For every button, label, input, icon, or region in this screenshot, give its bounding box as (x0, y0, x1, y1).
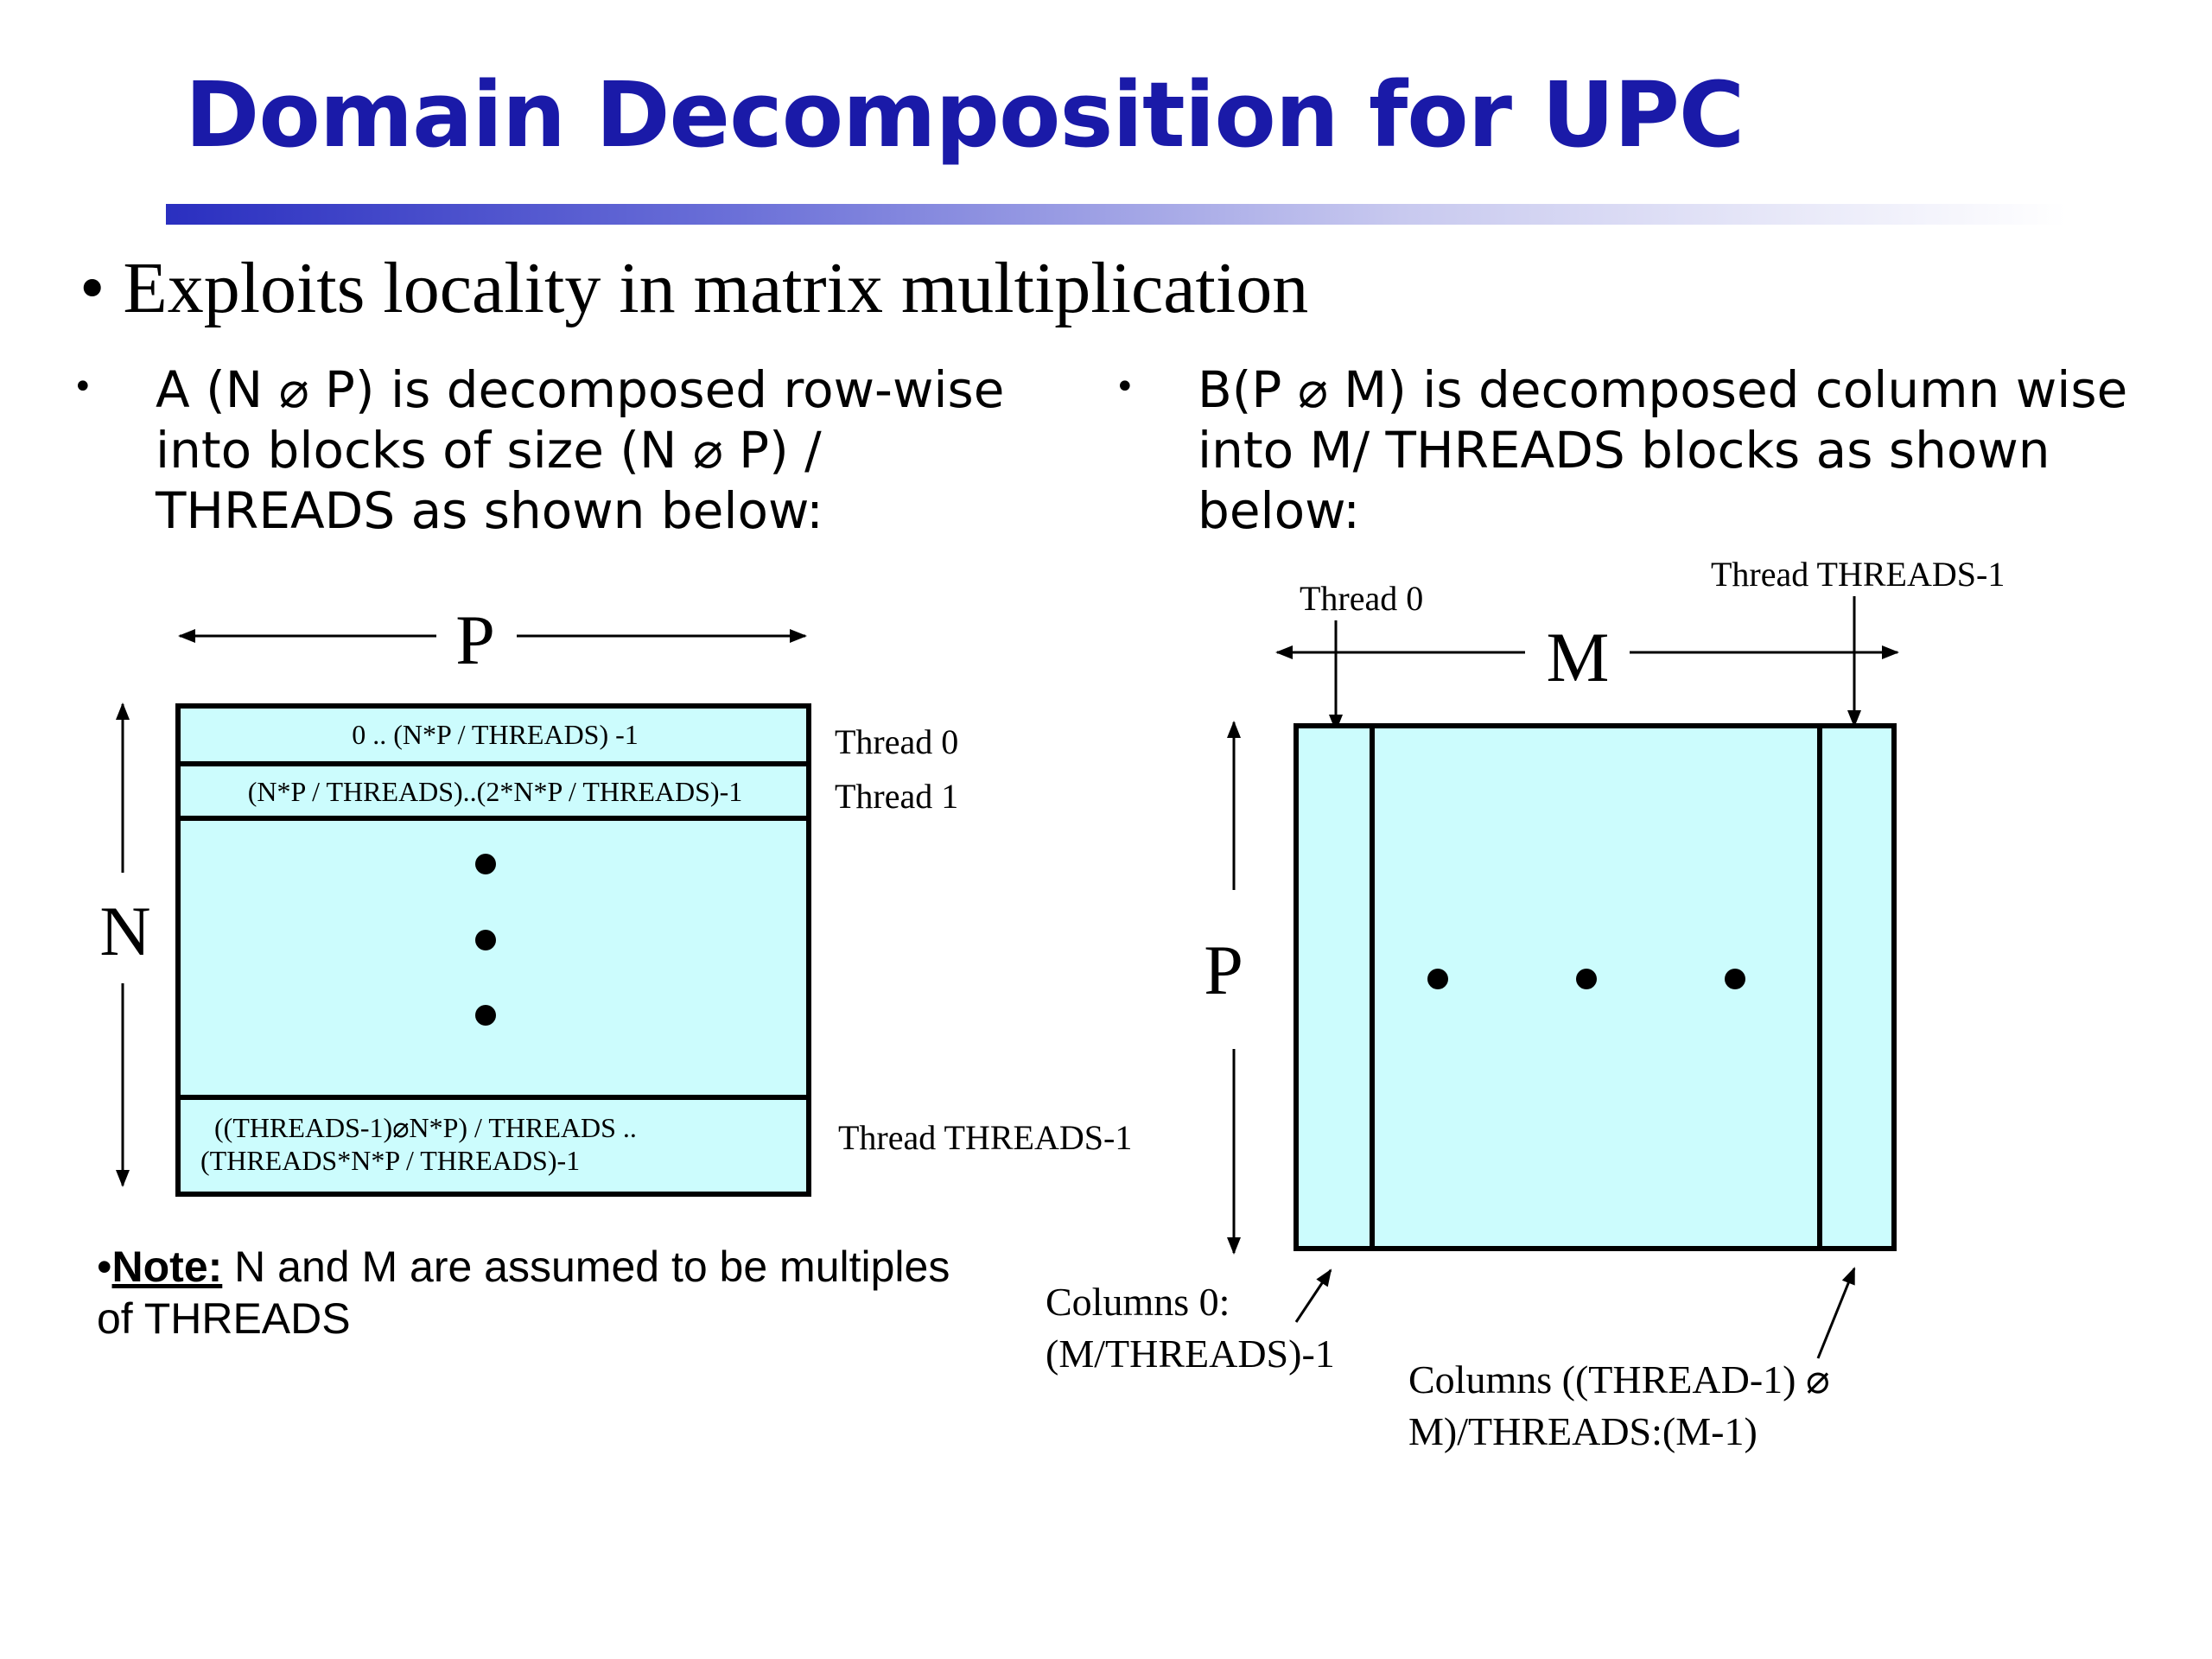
right-bullet-text: B(P ⌀ M) is decomposed column wise into … (1198, 359, 2127, 541)
cols-last-label-line2: M)/THREADS:(M-1) (1408, 1409, 1758, 1453)
thread-last-label: Thread THREADS-1 (838, 1118, 1132, 1157)
thread-last-label: Thread THREADS-1 (1711, 555, 2005, 594)
ellipsis-dot (475, 930, 496, 950)
thread0-label: Thread 0 (835, 722, 958, 761)
block-label-thread1: (N*P / THREADS)..(2*N*P / THREADS)-1 (248, 776, 742, 807)
note-text-line2: of THREADS (97, 1294, 351, 1343)
diagram-b: Thread 0 Thread THREADS-1 M P Columns 0:… (1046, 555, 2005, 1453)
dim-label-p: P (1204, 931, 1243, 1009)
ellipsis-dot (475, 1005, 496, 1026)
right-bullet-line: B(P ⌀ M) is decomposed column wise (1198, 360, 2128, 419)
diagram-a: P N 0 .. (N*P / THREADS) -1 (N*P / THREA… (99, 601, 1132, 1197)
right-bullet-line: into M/ THREADS blocks as shown (1198, 421, 2050, 480)
title-underline (166, 204, 2067, 225)
left-bullet-line: into blocks of size (N ⌀ P) / (156, 421, 822, 480)
cols-last-label-line1: Columns ((THREAD-1) ⌀ (1408, 1357, 1830, 1402)
block-label-thread0: 0 .. (N*P / THREADS) -1 (352, 719, 639, 750)
cols-first-label-line2: (M/THREADS)-1 (1046, 1332, 1335, 1376)
note-text: N and M are assumed to be multiples (222, 1243, 950, 1291)
cols-first-label-line1: Columns 0: (1046, 1280, 1230, 1324)
matrix-b (1294, 723, 1897, 1251)
left-bullet-marker: • (73, 367, 93, 407)
left-bullet-line: THREADS as shown below: (156, 481, 823, 540)
matrix-a (175, 703, 811, 1197)
note-bullet: • (97, 1243, 112, 1291)
dim-label-m: M (1547, 618, 1610, 696)
right-bullet-line: below: (1198, 481, 1360, 540)
main-bullet: • Exploits locality in matrix multiplica… (79, 248, 1309, 328)
right-bullet-marker: • (1115, 367, 1135, 407)
left-bullet-text: A (N ⌀ P) is decomposed row-wise into bl… (156, 359, 1004, 541)
thread0-label: Thread 0 (1300, 579, 1423, 618)
cols-last-pointer (1816, 1267, 1856, 1359)
ellipsis-dot (1725, 969, 1745, 989)
dim-label-n: N (99, 892, 150, 970)
left-bullet-line: A (N ⌀ P) is decomposed row-wise (156, 360, 1005, 419)
ellipsis-dot (1576, 969, 1597, 989)
slide-title: Domain Decomposition for UPC (185, 62, 1745, 168)
ellipsis-dot (475, 854, 496, 874)
note-label: Note: (111, 1243, 223, 1291)
note: •Note: N and M are assumed to be multipl… (97, 1241, 950, 1344)
cols-first-pointer (1294, 1268, 1332, 1323)
ellipsis-dot (1427, 969, 1448, 989)
dim-label-p: P (455, 601, 495, 679)
block-label-last-line2: (THREADS*N*P / THREADS)-1 (200, 1145, 580, 1176)
thread1-label: Thread 1 (835, 777, 958, 816)
block-label-last-line1: ((THREADS-1)⌀N*P) / THREADS .. (214, 1112, 637, 1143)
